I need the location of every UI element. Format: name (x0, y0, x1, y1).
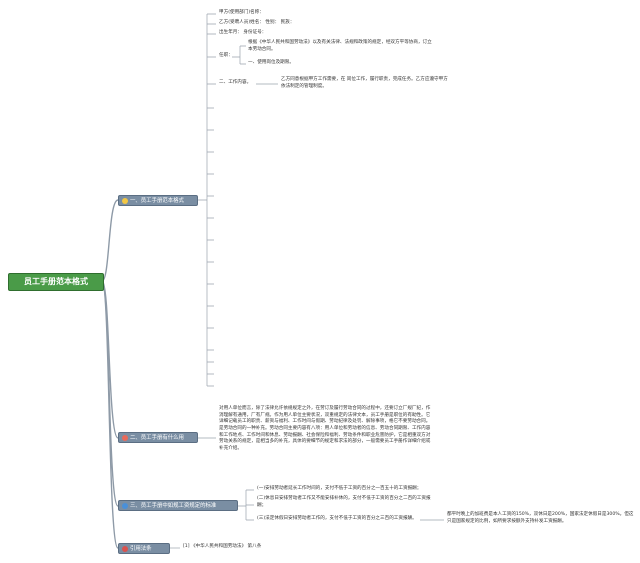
bulb-icon (122, 197, 128, 204)
b1-rules-label[interactable]: 任职： (219, 53, 233, 58)
b3-item[interactable]: (三)法定休假日安排劳动者工作的，支付不低于工资的百分之三百的工资报酬。 (257, 516, 417, 521)
b4-citation[interactable]: [1] 《中华人民共和国劳动法》 第八条 (183, 544, 262, 549)
root-to-branch-1 (101, 199, 119, 282)
branch-1-spine (198, 14, 208, 386)
branch-node-1[interactable]: 一、员工手册范本格式 (118, 195, 198, 206)
root-to-branch-4 (101, 280, 119, 549)
branch-label: 一、员工手册范本格式 (130, 198, 184, 204)
b1-work-label[interactable]: 二、工作内容。 (219, 80, 252, 85)
root-node[interactable]: 员工手册范本格式 (8, 273, 104, 291)
b2-text[interactable]: 对用人单位而言，除了法律允许依规规定之外，在劳订及履行劳动合同的过程中，还要订立… (219, 406, 431, 451)
b1-item[interactable]: 乙方(受聘人员)姓名： 性别： 民族： (219, 20, 295, 25)
b3-note[interactable]: 都平时晚上的加班费是本人工资的150%，双休日是200%，国家法定休假日是300… (447, 512, 634, 524)
book-icon (122, 502, 128, 509)
b1-ticks (207, 13, 216, 387)
b3-bracket (238, 489, 254, 521)
tools-icon (122, 434, 128, 441)
b3-item[interactable]: (二)休息日安排劳动者工作又不能安排补休的，支付不低于工资的百分之二百的工资报酬… (257, 496, 431, 508)
clip-icon (122, 545, 128, 552)
branch-node-2[interactable]: 二、员工手册有什么用 (118, 432, 198, 443)
b1-rules-sub[interactable]: 根据《中华人民共和国劳动法》以及有关法律、法规和政策的规定，经双方平等协商，订立… (248, 40, 432, 52)
root-to-branch-3 (101, 280, 119, 507)
branch-node-4[interactable]: 引用法条 (118, 543, 170, 554)
branch-node-3[interactable]: 三、员工手册中如规工资规定的标准 (118, 500, 238, 511)
branch-label: 引用法条 (130, 546, 152, 552)
branch-label: 三、员工手册中如规工资规定的标准 (130, 503, 217, 509)
branch-label: 二、员工手册有什么用 (130, 435, 184, 441)
b1-item[interactable]: 甲方(使用部门)名称： (219, 10, 264, 15)
rules-bracket (232, 45, 246, 65)
b1-item[interactable]: 出生年月： 身份证号： (219, 30, 267, 35)
b1-work-text[interactable]: 乙方同意根据甲方工作需要，在 岗位工作，履行职责，完成任务。乙方应遵守甲方依法制… (281, 77, 448, 89)
b1-rules-sub[interactable]: 一、使用岗位及期限。 (248, 60, 294, 65)
b3-item[interactable]: (一)安排劳动者延长工作时间的，支付不低于工资的百分之一百五十的工资报酬； (257, 486, 422, 491)
